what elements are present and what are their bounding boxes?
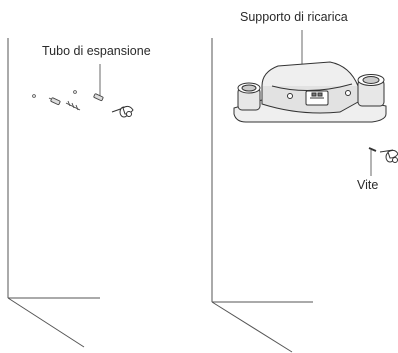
screwdriver-left-icon xyxy=(111,105,134,118)
right-wall-corner xyxy=(211,38,313,353)
screw-right xyxy=(368,147,377,152)
expansion-tube-1 xyxy=(48,97,61,106)
screwdriver-right-icon xyxy=(379,149,398,163)
screw-left xyxy=(65,100,81,111)
expansion-tube-label: Tubo di espansione xyxy=(42,44,151,58)
drill-holes xyxy=(32,90,77,98)
charging-base-label: Supporto di ricarica xyxy=(240,10,348,24)
screw-label: Vite xyxy=(357,178,379,192)
left-wall-corner xyxy=(7,38,100,348)
expansion-tube-2 xyxy=(93,93,104,102)
charging-base xyxy=(233,61,387,123)
